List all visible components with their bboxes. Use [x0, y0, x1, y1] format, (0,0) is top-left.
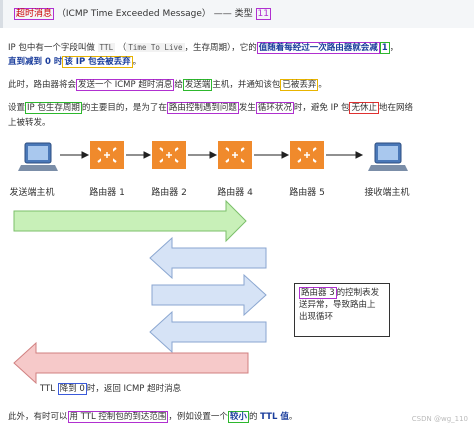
para4-highlight-small: 较小 — [227, 411, 249, 423]
loop-arrow-right — [151, 273, 267, 317]
para3-text-j: 上被转发。 — [8, 118, 51, 128]
para4-text-c: ，例如设置一个 — [168, 412, 228, 422]
para3-text-i: 地在网络 — [378, 103, 413, 113]
para3-text-g: 时，避免 IP 包 — [293, 103, 350, 113]
para1-code-ttl: TTL — [97, 43, 116, 52]
para1-highlight-one: 1 — [379, 42, 390, 54]
para4-bold-ttl: TTL 值 — [260, 412, 289, 422]
return-arrow — [13, 341, 249, 385]
para2: 此时，路由器将会发送一个 ICMP 超时消息给发送端主机，并通知该包已被丢弃。 — [8, 78, 327, 93]
para3-highlight-routing: 路由控制遇到问题 — [166, 102, 239, 114]
para3-text-e: 发生 — [238, 103, 256, 113]
para3-text-c: 的主要目的，是为了在 — [81, 103, 167, 113]
loop-arrow-left-1 — [149, 236, 267, 280]
para1-highlight-decrease: 值随着每经过一次路由器就会减 — [256, 42, 380, 54]
network-diagram — [13, 141, 408, 385]
para2-highlight-send: 发送一个 ICMP 超时消息 — [76, 79, 175, 91]
para2-text-a: 此时，路由器将会 — [8, 80, 77, 90]
para3-highlight-lifetime: IP 包生存周期 — [25, 102, 82, 114]
para1-text-f: ， — [389, 43, 399, 53]
note-router3: 路由器 3 — [299, 287, 337, 299]
para1-text-i: 。 — [132, 57, 142, 67]
para3-highlight-loop: 循环状况 — [255, 102, 294, 114]
computer-icon — [368, 142, 408, 171]
link-arrows — [60, 151, 364, 159]
title-sub: （ICMP Time Exceeded Message） —— 类型 — [56, 9, 253, 19]
ttl-text-c: 时，返回 ICMP 超时消息 — [86, 384, 182, 394]
para4-text-e: 的 — [248, 412, 258, 422]
para3-highlight-endless: 无休止 — [349, 102, 379, 114]
router-icon — [218, 141, 252, 169]
ttl-text-a: TTL — [40, 384, 55, 394]
para4-highlight-range: 用 TTL 控制包的到达范围 — [67, 411, 169, 423]
loop-arrow-left-2 — [149, 310, 267, 354]
router-icon — [90, 141, 124, 169]
para4-text-g: 。 — [288, 412, 298, 422]
para4: 此外，有时可以用 TTL 控制包的到达范围，例如设置一个较小的 TTL 值。 — [8, 410, 297, 425]
note-text-d: 出现循环 — [299, 312, 334, 322]
para1-text-a: IP 包中有一个字段叫做 — [8, 43, 95, 53]
router-icon — [290, 141, 324, 169]
para4-text-a: 此外，有时可以 — [8, 412, 68, 422]
title-line: 超时消息 （ICMP Time Exceeded Message） —— 类型 … — [14, 7, 271, 22]
para2-text-g: 。 — [318, 80, 327, 90]
label-sender: 发送端主机 — [9, 188, 55, 198]
para1-line2: 直到减到 0 时该 IP 包会被丢弃。 — [8, 55, 141, 70]
label-router-2: 路由器 2 — [151, 188, 187, 198]
note-text-c: 送异常，导致路由上 — [299, 300, 376, 310]
para2-text-e: 主机，并通知该包 — [212, 80, 281, 90]
para1-code-time-to-live: Time To Live — [126, 43, 185, 52]
para2-highlight-sender: 发送端 — [182, 79, 213, 91]
note-text-b: 的控制表发 — [336, 288, 380, 298]
label-router-4: 路由器 4 — [217, 188, 253, 198]
para1-highlight-discard: 该 IP 包会被丢弃 — [62, 56, 133, 68]
title-heading: 超时消息 — [14, 8, 55, 20]
para1-text-c: ，生存周期），它的 — [184, 43, 257, 53]
label-receiver: 接收端主机 — [364, 188, 410, 198]
computer-icon — [18, 142, 58, 171]
title-bar — [0, 0, 474, 28]
router-icon — [152, 141, 186, 169]
forward-arrow — [13, 199, 247, 243]
label-router-1: 路由器 1 — [89, 188, 125, 198]
para1-bold-zero: 直到减到 0 时 — [8, 57, 63, 67]
ttl-highlight-zero: 降到 0 — [57, 383, 87, 395]
title-type: 11 — [255, 8, 271, 20]
para3-line2: 上被转发。 — [8, 116, 51, 131]
label-router-5: 路由器 5 — [289, 188, 325, 198]
para2-highlight-dropped: 已被丢弃 — [280, 79, 319, 91]
watermark: CSDN @wg_110 — [411, 415, 468, 423]
para2-text-c: 给 — [174, 80, 183, 90]
para1-line1: IP 包中有一个字段叫做 TTL （Time To Live，生存周期），它的值… — [8, 40, 398, 56]
para3-text-a: 设置 — [8, 103, 26, 113]
para1-text-b: （ — [117, 43, 127, 53]
